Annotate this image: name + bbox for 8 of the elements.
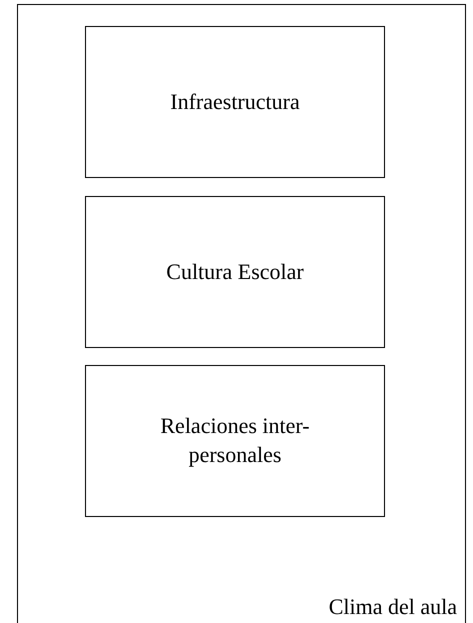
inner-box bbox=[85, 26, 385, 178]
box-label: Relaciones inter- personales bbox=[159, 412, 311, 469]
box-label: Clima del aula bbox=[328, 595, 457, 620]
inner-box bbox=[85, 196, 385, 348]
inner-box bbox=[85, 365, 385, 517]
box-label: Cultura Escolar bbox=[166, 258, 304, 286]
outer-box bbox=[17, 4, 466, 623]
box-label: Infraestructura bbox=[170, 88, 300, 116]
